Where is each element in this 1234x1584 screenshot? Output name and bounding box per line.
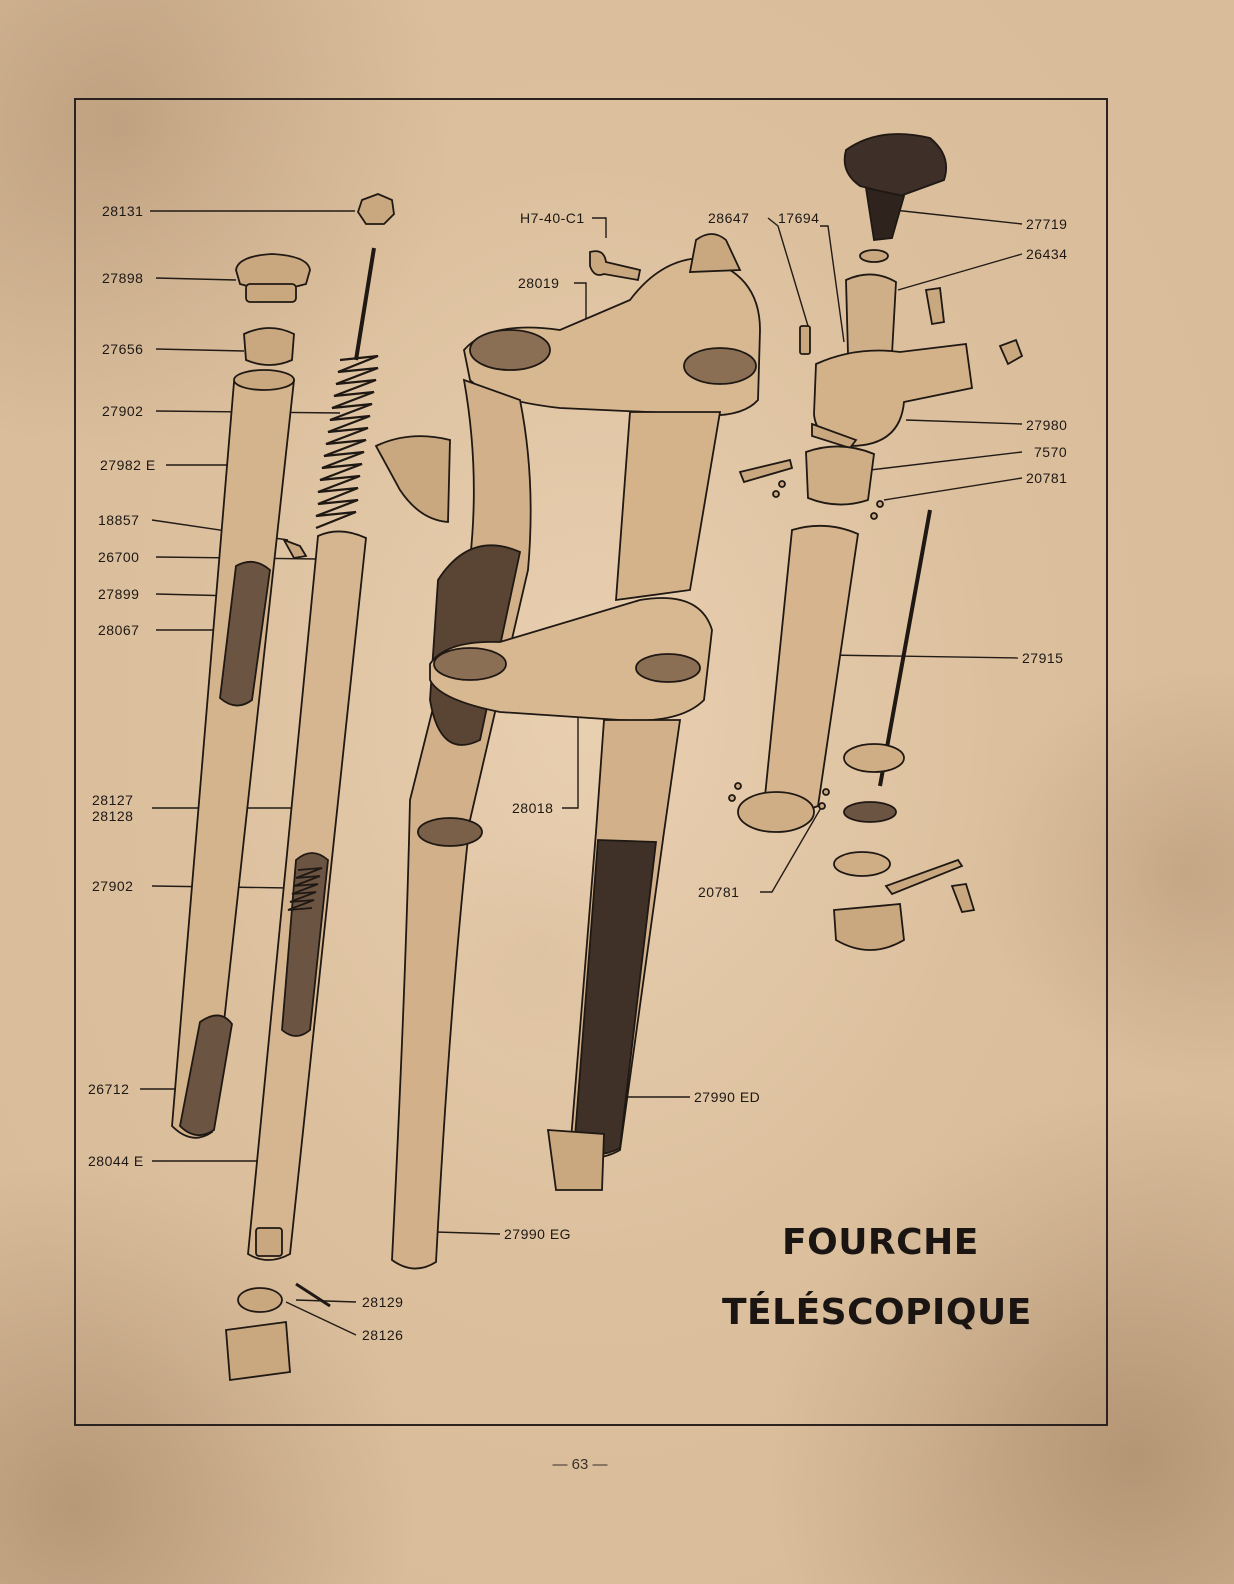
callout-28018: 28018 xyxy=(512,800,554,816)
callout-7570: 7570 xyxy=(1034,444,1068,460)
callout-26700: 26700 xyxy=(98,549,140,565)
title-line-1: FOURCHE xyxy=(782,1222,979,1263)
callout-28131: 28131 xyxy=(102,203,144,219)
title-line-2: TÉLÉSCOPIQUE xyxy=(722,1292,1032,1333)
callout-28126: 28126 xyxy=(362,1327,404,1343)
callout-28067: 28067 xyxy=(98,622,140,638)
callout-17694: 17694 xyxy=(778,210,820,226)
callout-28647: 28647 xyxy=(708,210,750,226)
callout-27982e: 27982 E xyxy=(100,457,156,473)
page-number: — 63 — xyxy=(552,1456,608,1473)
callout-27898: 27898 xyxy=(102,270,144,286)
callout-28044e: 28044 E xyxy=(88,1153,144,1169)
callout-26434: 26434 xyxy=(1026,246,1068,262)
callout-28127: 28127 xyxy=(92,792,134,808)
callout-27980: 27980 xyxy=(1026,417,1068,433)
callout-28019: 28019 xyxy=(518,275,560,291)
callout-27719: 27719 xyxy=(1026,216,1068,232)
callout-20781-bottom: 20781 xyxy=(698,884,740,900)
callout-28129: 28129 xyxy=(362,1294,404,1310)
callout-27902-top: 27902 xyxy=(102,403,144,419)
callout-27990ed: 27990 ED xyxy=(694,1089,761,1105)
callout-27990eg: 27990 EG xyxy=(504,1226,572,1242)
callout-28128: 28128 xyxy=(92,808,134,824)
callout-27899: 27899 xyxy=(98,586,140,602)
callout-27915: 27915 xyxy=(1022,650,1064,666)
plate-border xyxy=(74,98,1108,1426)
callout-h7-40-c1: H7-40-C1 xyxy=(520,210,585,226)
callout-20781-top: 20781 xyxy=(1026,470,1068,486)
callout-26712: 26712 xyxy=(88,1081,130,1097)
callout-18857: 18857 xyxy=(98,512,140,528)
callout-27656: 27656 xyxy=(102,341,144,357)
callout-27902-bottom: 27902 xyxy=(92,878,134,894)
